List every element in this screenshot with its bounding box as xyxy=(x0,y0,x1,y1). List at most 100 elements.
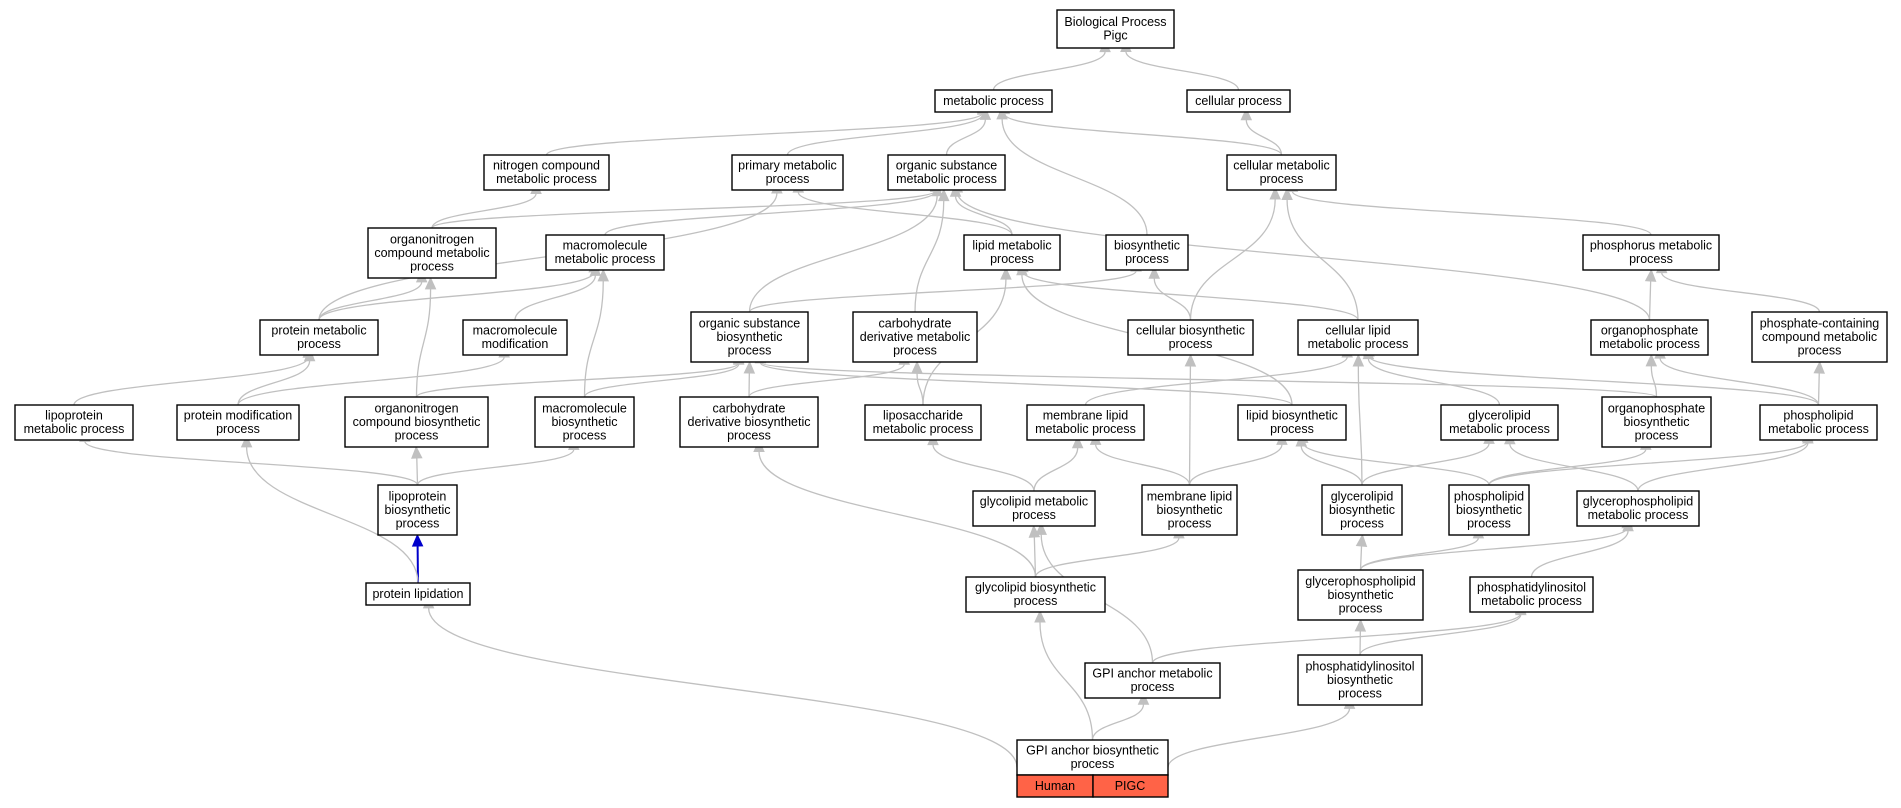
edge-line xyxy=(945,119,987,156)
node-label: process xyxy=(1071,757,1115,771)
edge-arrowhead xyxy=(424,276,437,290)
node-protein-lipidation[interactable]: protein lipidation xyxy=(365,582,471,606)
edge-line xyxy=(431,190,937,229)
edge-arrowhead xyxy=(1645,353,1658,367)
edge-line xyxy=(237,360,311,406)
node-box xyxy=(14,404,134,441)
edge-gpi_anchor_biosynthetic-to-protein_lipidation xyxy=(422,595,1018,768)
edge-glycerophospholipid_biosynthetic-to-glycerolipid_biosynthetic xyxy=(1355,533,1368,571)
edge-line xyxy=(514,275,597,321)
edge-arrowhead xyxy=(411,445,423,459)
node-label: process xyxy=(1260,172,1304,186)
edge-line xyxy=(992,51,1106,91)
edge-line xyxy=(797,191,1013,236)
edge-line xyxy=(1245,119,1283,156)
node-label: cellular biosynthetic xyxy=(1136,324,1245,338)
node-label: compound biosynthetic xyxy=(353,415,481,429)
edge-macromolecule_modification-to-macromolecule_metabolic xyxy=(514,263,602,321)
node-label: GPI anchor metabolic xyxy=(1092,667,1212,681)
node-label: metabolic process xyxy=(1481,594,1582,608)
node-label: biosynthetic xyxy=(1114,239,1180,253)
edge-line xyxy=(1637,442,1809,492)
edge-line xyxy=(1361,443,1490,486)
edge-nitrogen_compound-to-metabolic xyxy=(545,100,989,156)
node-label: macromolecule xyxy=(563,239,648,253)
edge-carbohydrate_derivative_metabolic-to-organic_substance_metabolic xyxy=(914,188,950,313)
node-metabolic[interactable]: metabolic process xyxy=(934,89,1053,113)
node-box xyxy=(852,311,978,363)
edge-arrowhead xyxy=(1281,187,1293,200)
node-box xyxy=(377,484,458,536)
edge-arrowhead xyxy=(1354,618,1367,632)
edge-line xyxy=(1291,190,1652,236)
node-label: process xyxy=(1125,252,1169,266)
edge-lipoprotein_biosynthetic-to-organonitrogen_biosynthetic xyxy=(411,445,423,486)
node-label: lipoprotein xyxy=(389,489,447,503)
edge-line xyxy=(604,190,937,236)
node-label: metabolic process xyxy=(943,94,1044,108)
edge-line xyxy=(1151,613,1522,664)
edge-membrane_lipid_biosynthetic-to-cellular_biosynthetic xyxy=(1184,353,1197,486)
node-label: lipid biosynthetic xyxy=(1246,409,1338,423)
edge-line xyxy=(73,356,309,406)
node-box xyxy=(1084,662,1221,699)
edge-phospholipid_metabolic-to-phosphate_containing xyxy=(1813,360,1825,406)
edge-glycerolipid_biosynthetic-to-cellular_lipid_metabolic xyxy=(1352,353,1365,486)
node-label: phospholipid xyxy=(1454,489,1524,503)
node-label: phosphatidylinositol xyxy=(1477,581,1586,595)
edge-organic_substance_metabolic-to-metabolic xyxy=(945,107,992,156)
node-label: protein metabolic xyxy=(271,324,366,338)
node-label: organic substance xyxy=(699,316,801,330)
edge-gpi_anchor_biosynthetic-to-phosphatidylinositol_biosynthetic xyxy=(1167,696,1356,768)
node-box xyxy=(462,319,568,356)
node-cellular[interactable]: cellular process xyxy=(1186,89,1291,113)
edge-cellular_lipid_metabolic-to-cellular_metabolic xyxy=(1281,187,1359,321)
node-label: process xyxy=(1014,594,1058,608)
node-label: process xyxy=(297,337,341,351)
node-box xyxy=(934,89,1053,113)
edge-arrowhead xyxy=(1355,533,1368,547)
